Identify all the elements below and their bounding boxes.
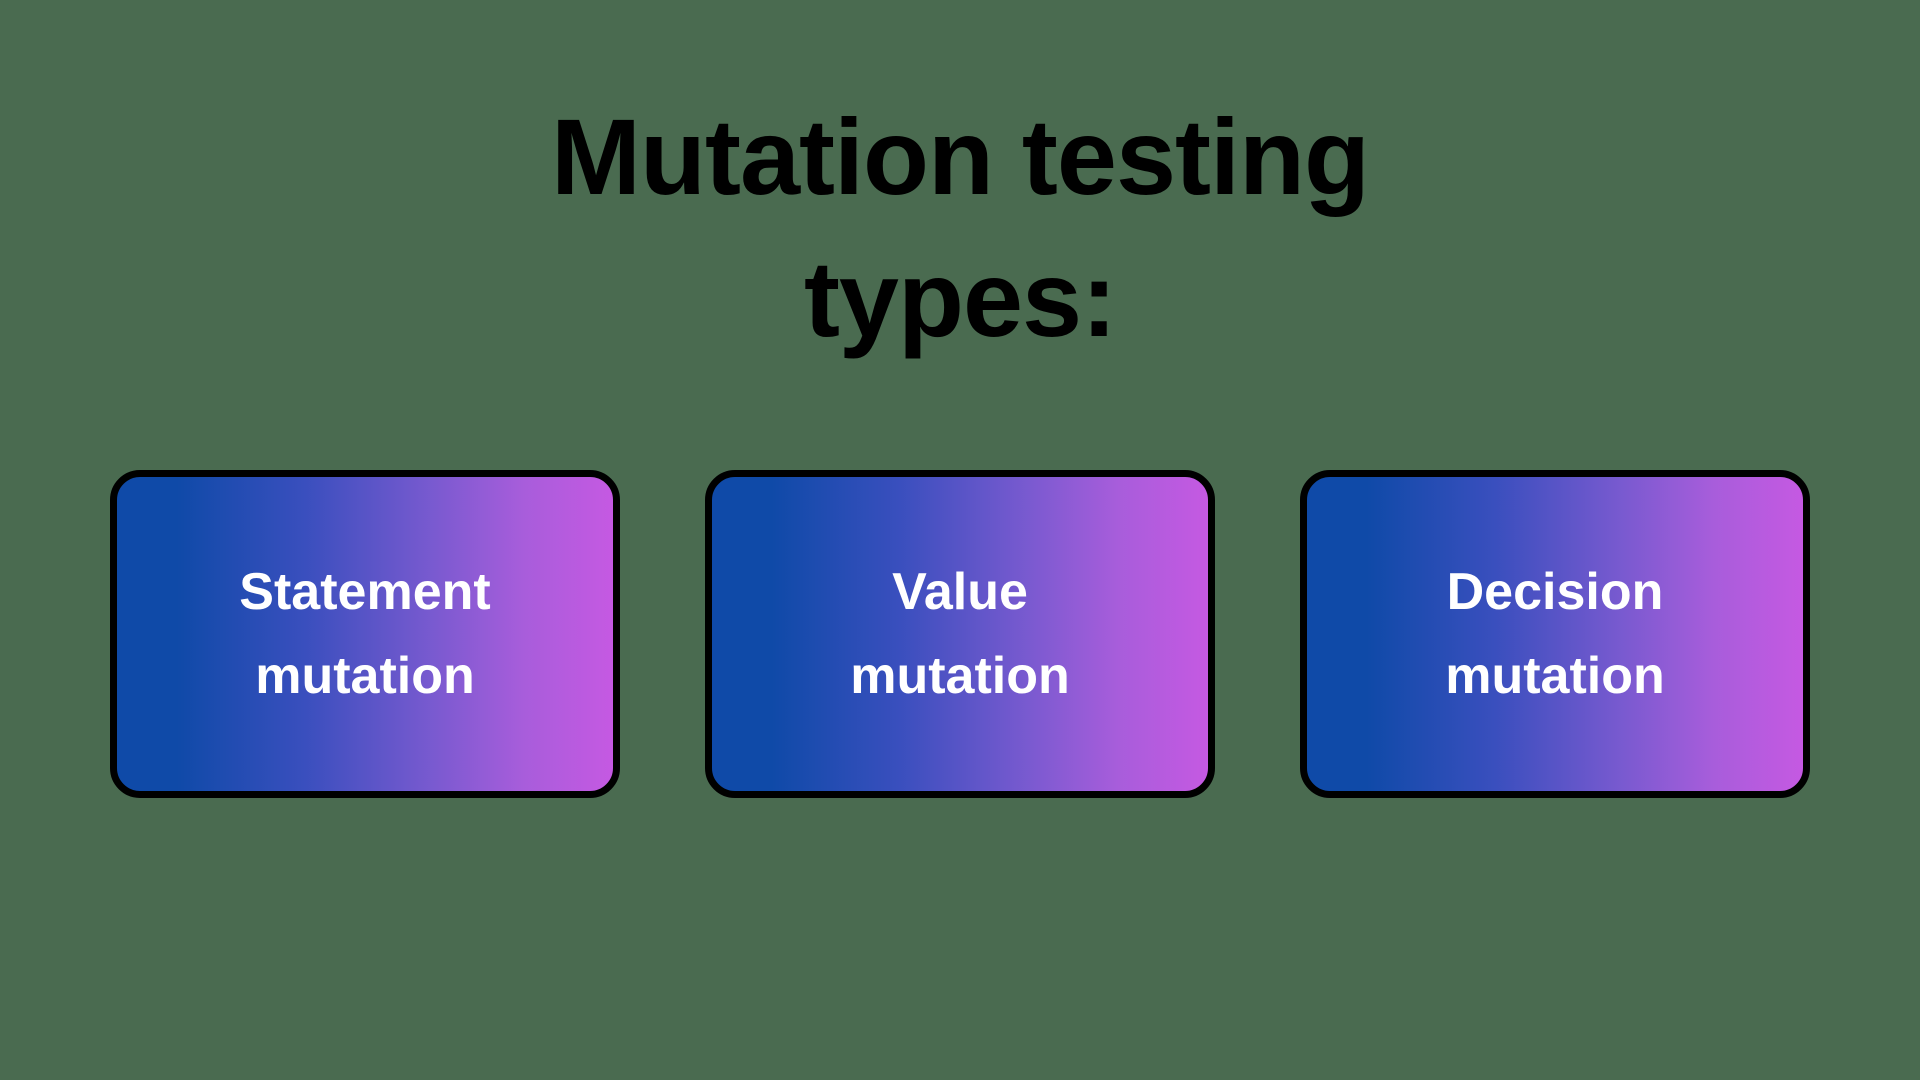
mutation-type-card-row: Statement mutation Value mutation Decisi… [110,470,1810,798]
card-statement-mutation-line-2: mutation [255,647,475,705]
card-value-mutation-label: Value mutation [850,550,1070,718]
card-value-mutation-line-1: Value [892,563,1028,621]
card-decision-mutation[interactable]: Decision mutation [1300,470,1810,798]
card-decision-mutation-line-2: mutation [1445,647,1665,705]
card-statement-mutation[interactable]: Statement mutation [110,470,620,798]
card-decision-mutation-label: Decision mutation [1445,550,1665,718]
card-value-mutation-line-2: mutation [850,647,1070,705]
card-statement-mutation-label: Statement mutation [239,550,490,718]
card-value-mutation[interactable]: Value mutation [705,470,1215,798]
page-title-line-1: Mutation testing [551,96,1370,217]
page-title: Mutation testing types: [0,86,1920,370]
page-title-line-2: types: [803,238,1117,359]
card-statement-mutation-line-1: Statement [239,563,491,621]
card-decision-mutation-line-1: Decision [1446,563,1664,621]
